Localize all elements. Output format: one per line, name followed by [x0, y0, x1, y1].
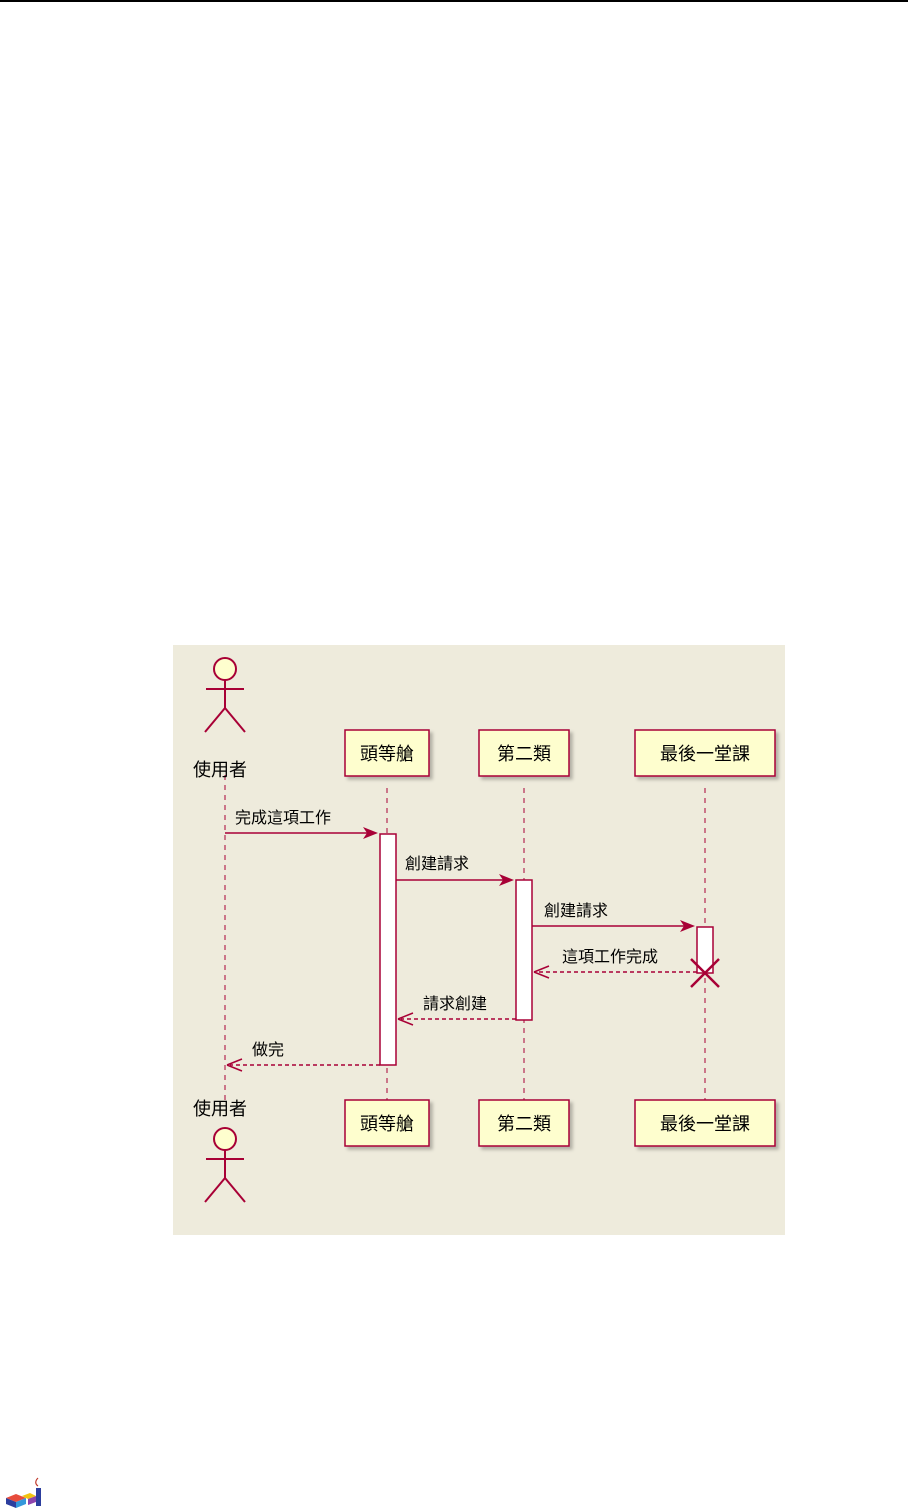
message-label: 這項工作完成 — [562, 947, 658, 966]
arrowhead — [363, 827, 378, 839]
participant-head-top: 頭等艙 — [344, 729, 430, 777]
participant-head-bottom-label: 頭等艙 — [360, 1114, 414, 1135]
message-label: 創建請求 — [405, 854, 469, 873]
participant-last-top: 最後一堂課 — [634, 729, 776, 777]
participant-last-bottom: 最後一堂課 — [634, 1099, 776, 1147]
publisher-logo-icon — [6, 1477, 41, 1508]
actor-user-top-label: 使用者 — [193, 760, 247, 781]
message-label: 創建請求 — [544, 901, 608, 920]
activation-head — [379, 833, 397, 1066]
participant-last-top-label: 最後一堂課 — [660, 744, 750, 765]
participant-second-bottom: 第二類 — [478, 1099, 570, 1147]
activation-second — [515, 879, 533, 1021]
participant-second-top: 第二類 — [478, 729, 570, 777]
participant-head-top-label: 頭等艙 — [360, 744, 414, 765]
participant-second-top-label: 第二類 — [497, 744, 551, 765]
arrowhead — [680, 920, 695, 932]
top-rule — [0, 0, 908, 2]
participant-second-bottom-label: 第二類 — [497, 1114, 551, 1135]
participant-head-bottom: 頭等艙 — [344, 1099, 430, 1147]
sequence-diagram: 使用者 頭等艙 第二類 最後一堂課 完成這項工作 創建請求 創建請求 這項工作完… — [173, 645, 785, 1235]
arrowhead — [397, 1012, 414, 1026]
arrowhead — [226, 1058, 243, 1072]
actor-user-bottom-icon — [204, 1127, 246, 1203]
message-label: 請求創建 — [423, 994, 487, 1013]
arrowhead — [533, 965, 550, 979]
destroy-icon — [690, 958, 720, 988]
message-label: 做完 — [252, 1040, 284, 1059]
participant-last-bottom-label: 最後一堂課 — [660, 1114, 750, 1135]
message-label: 完成這項工作 — [235, 808, 331, 827]
arrowhead — [499, 874, 514, 886]
actor-user-top-icon — [204, 657, 246, 733]
actor-user-bottom-label: 使用者 — [193, 1099, 247, 1120]
